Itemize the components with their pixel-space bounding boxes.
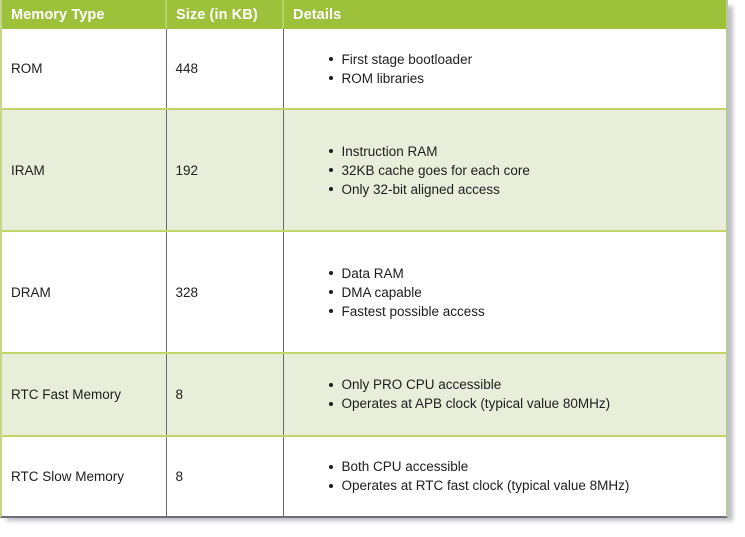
table-header: Memory Type Size (in KB) Details	[2, 0, 726, 29]
list-item: 32KB cache goes for each core	[328, 161, 727, 180]
header-row: Memory Type Size (in KB) Details	[2, 0, 726, 29]
details-list: Only PRO CPU accessible Operates at APB …	[284, 375, 727, 413]
cell-memory-type: RTC Fast Memory	[2, 352, 167, 437]
details-list: Instruction RAM 32KB cache goes for each…	[284, 142, 727, 199]
cell-details: Instruction RAM 32KB cache goes for each…	[283, 109, 727, 233]
memory-table: Memory Type Size (in KB) Details ROM 448…	[2, 0, 726, 516]
list-item: Operates at RTC fast clock (typical valu…	[328, 476, 727, 495]
cell-details: Only PRO CPU accessible Operates at APB …	[283, 352, 727, 437]
table-row: IRAM 192 Instruction RAM 32KB cache goes…	[2, 109, 727, 233]
cell-size: 8	[166, 435, 284, 516]
cell-memory-type: DRAM	[2, 231, 167, 354]
cell-size: 328	[166, 231, 284, 354]
column-header-details: Details	[283, 0, 726, 29]
list-item: First stage bootloader	[328, 50, 727, 69]
memory-table-container: Memory Type Size (in KB) Details ROM 448…	[0, 0, 728, 518]
list-item: DMA capable	[328, 283, 727, 302]
table-row: RTC Fast Memory 8 Only PRO CPU accessibl…	[2, 352, 727, 437]
details-list: First stage bootloader ROM libraries	[284, 50, 727, 88]
cell-size: 8	[166, 352, 284, 437]
list-item: Only 32-bit aligned access	[328, 180, 727, 199]
cell-details: Both CPU accessible Operates at RTC fast…	[283, 435, 727, 516]
column-header-size: Size (in KB)	[166, 0, 284, 29]
cell-details: First stage bootloader ROM libraries	[283, 29, 727, 111]
details-list: Both CPU accessible Operates at RTC fast…	[284, 457, 727, 495]
table-row: ROM 448 First stage bootloader ROM libra…	[2, 29, 727, 111]
list-item: Both CPU accessible	[328, 457, 727, 476]
cell-memory-type: ROM	[2, 29, 167, 111]
list-item: Only PRO CPU accessible	[328, 375, 727, 394]
details-list: Data RAM DMA capable Fastest possible ac…	[284, 264, 727, 321]
cell-details: Data RAM DMA capable Fastest possible ac…	[283, 231, 727, 354]
cell-memory-type: RTC Slow Memory	[2, 435, 167, 516]
table-row: RTC Slow Memory 8 Both CPU accessible Op…	[2, 435, 727, 516]
list-item: Fastest possible access	[328, 302, 727, 321]
list-item: Data RAM	[328, 264, 727, 283]
list-item: ROM libraries	[328, 69, 727, 88]
column-header-memory-type: Memory Type	[2, 0, 167, 29]
list-item: Operates at APB clock (typical value 80M…	[328, 394, 727, 413]
table-body: ROM 448 First stage bootloader ROM libra…	[2, 29, 726, 516]
cell-size: 448	[166, 29, 284, 111]
cell-memory-type: IRAM	[2, 109, 167, 233]
table-row: DRAM 328 Data RAM DMA capable Fastest po…	[2, 231, 727, 354]
list-item: Instruction RAM	[328, 142, 727, 161]
cell-size: 192	[166, 109, 284, 233]
